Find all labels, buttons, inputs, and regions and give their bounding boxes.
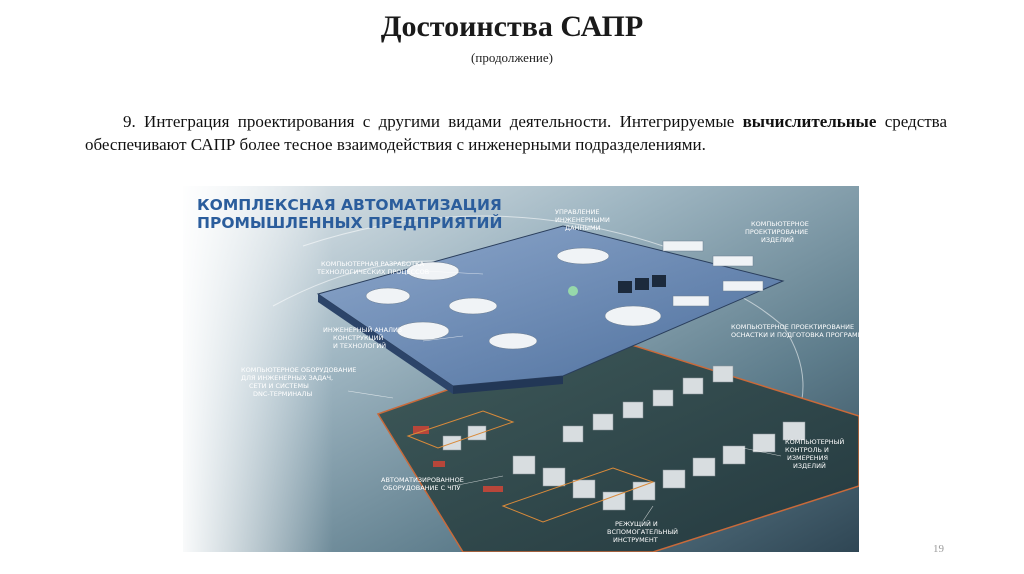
label-tooling-1: КОМПЬЮТЕРНОЕ ПРОЕКТИРОВАНИЕ <box>731 323 854 331</box>
office-desks <box>365 240 764 350</box>
page-number: 19 <box>933 543 944 555</box>
figure-heading-line1: КОМПЛЕКСНАЯ АВТОМАТИЗАЦИЯ <box>197 196 502 214</box>
label-tools-3: ИНСТРУМЕНТ <box>613 536 658 544</box>
figure-labels: УПРАВЛЕНИЕ ИНЖЕНЕРНЫМИ ДАННЫМИ КОМПЬЮТЕР… <box>241 208 859 544</box>
label-hardware-4: DNC-ТЕРМИНАЛЫ <box>253 390 312 398</box>
office-floor-edge-front <box>453 376 563 394</box>
label-inspection-2: КОНТРОЛЬ И <box>785 446 829 454</box>
orange-outlines <box>406 410 655 523</box>
office-floor-edge-left <box>318 294 453 394</box>
label-cad-2: ПРОЕКТИРОВАНИЕ <box>745 228 808 236</box>
label-hardware-3: СЕТИ И СИСТЕМЫ <box>249 382 309 390</box>
label-data-mgmt-2: ИНЖЕНЕРНЫМИ <box>555 216 610 224</box>
label-tools-2: ВСПОМОГАТЕЛЬНЫЙ <box>607 527 678 536</box>
slide-subtitle: (продолжение) <box>471 50 553 65</box>
left-fade <box>183 186 333 552</box>
label-inspection-1: КОМПЬЮТЕРНЫЙ <box>785 437 844 446</box>
paragraph-text-part2: средства обеспечивают САПР более тесное … <box>85 112 948 154</box>
item-number: 9. <box>123 112 136 131</box>
label-data-mgmt-1: УПРАВЛЕНИЕ <box>555 208 600 216</box>
label-hardware-1: КОМПЬЮТЕРНОЕ ОБОРУДОВАНИЕ <box>241 366 356 374</box>
label-inspection-4: ИЗДЕЛИЙ <box>793 461 826 470</box>
cnc-machines <box>442 365 806 511</box>
enterprise-automation-illustration: КОМПЛЕКСНАЯ АВТОМАТИЗАЦИЯ ПРОМЫШЛЕННЫХ П… <box>183 186 859 552</box>
label-eng-analysis-3: И ТЕХНОЛОГИЙ <box>333 341 386 350</box>
label-eng-analysis-2: КОНСТРУКЦИЙ <box>333 333 384 342</box>
label-cad-3: ИЗДЕЛИЙ <box>761 235 794 244</box>
paragraph-bold-word: вычислительные <box>742 112 877 131</box>
wall-screens <box>618 275 666 293</box>
label-eng-analysis-1: ИНЖЕНЕРНЫЙ АНАЛИЗ <box>323 325 402 334</box>
label-leader-lines <box>347 270 782 522</box>
label-tooling-2: ОСНАСТКИ И ПОДГОТОВКА ПРОГРАММ <box>731 331 859 339</box>
label-hardware-2: ДЛЯ ИНЖЕНЕРНЫХ ЗАДАЧ, <box>241 374 333 382</box>
label-cnc-1: АВТОМАТИЗИРОВАННОЕ <box>381 476 464 484</box>
label-tech-dev-2: ТЕХНОЛОГИЧЕСКИХ ПРОЦЕССОВ <box>316 268 429 276</box>
label-tech-dev-1: КОМПЬЮТЕРНАЯ РАЗРАБОТКА <box>321 260 425 268</box>
label-cad-1: КОМПЬЮТЕРНОЕ <box>751 220 809 228</box>
label-tools-1: РЕЖУЩИЙ И <box>615 519 658 528</box>
label-cnc-2: ОБОРУДОВАНИЕ С ЧПУ <box>383 484 461 492</box>
red-equipment <box>413 426 503 492</box>
figure-heading-line2: ПРОМЫШЛЕННЫХ ПРЕДПРИЯТИЙ <box>197 213 502 232</box>
green-light <box>568 286 578 296</box>
paragraph-text-part1: Интеграция проектирования с другими вида… <box>144 112 735 131</box>
slide-title: Достоинства САПР <box>380 10 644 43</box>
body-paragraph: 9. Интеграция проектирования с другими в… <box>85 110 947 156</box>
label-data-mgmt-3: ДАННЫМИ <box>565 224 601 232</box>
label-inspection-3: ИЗМЕРЕНИЯ <box>787 454 828 462</box>
illustration-svg: КОМПЛЕКСНАЯ АВТОМАТИЗАЦИЯ ПРОМЫШЛЕННЫХ П… <box>183 186 859 552</box>
